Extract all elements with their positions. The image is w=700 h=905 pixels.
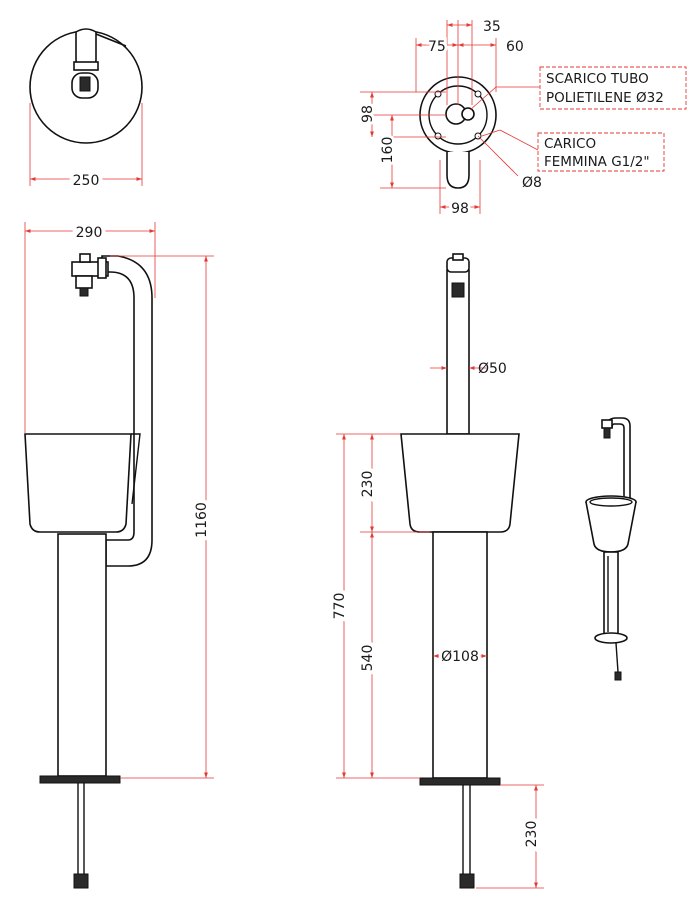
iso-tap-spout — [603, 427, 611, 439]
iso-bowl-body — [585, 501, 637, 553]
dim-160: 160 — [380, 137, 396, 164]
dim-770: 770 — [332, 593, 348, 620]
mount-hole-2 — [474, 90, 482, 98]
iso-tap-body — [601, 419, 613, 429]
scarico-leader — [469, 86, 497, 111]
dim-230-bowl: 230 — [360, 471, 376, 498]
carico-callout-box — [537, 132, 665, 172]
front-tap-handle — [452, 253, 464, 261]
side-column — [57, 533, 107, 777]
dim-540: 540 — [360, 645, 376, 672]
carico-note-line1: CARICO — [544, 136, 596, 152]
dim-250: 250 — [73, 173, 100, 189]
dim-d8: Ø8 — [522, 175, 542, 191]
isometric-preview — [585, 417, 637, 681]
scarico-note-line1: SCARICO TUBO — [546, 71, 649, 87]
mount-hole-3 — [434, 132, 442, 140]
iso-column — [603, 551, 619, 637]
iso-base-plate — [594, 632, 628, 644]
carico-leader-tail — [499, 129, 539, 151]
dim-d50: Ø50 — [478, 361, 507, 377]
dim-60: 60 — [506, 39, 524, 55]
d8-leader — [477, 135, 519, 177]
side-base-plate — [39, 775, 121, 784]
iso-hose — [615, 642, 619, 673]
side-bowl-rim — [131, 433, 141, 505]
top-view: 250 — [29, 28, 143, 193]
front-tap-spout — [451, 282, 465, 298]
top-view-spout — [75, 28, 97, 67]
top-view-tap-core — [79, 76, 91, 92]
dim-290: 290 — [76, 225, 103, 241]
front-view: Ø50 Ø108 770 230 540 230 — [328, 253, 544, 889]
carico-note-line2: FEMMINA G1/2" — [544, 154, 650, 170]
front-hose-fitting — [459, 873, 475, 889]
top-view-tap-body — [73, 61, 99, 71]
side-bowl — [24, 433, 132, 533]
scarico-callout-box — [539, 66, 687, 110]
iso-bowl-inner — [589, 497, 633, 507]
iso-hose-fitting — [614, 671, 622, 681]
side-view: 290 1160 — [24, 221, 214, 889]
dim-1160: 1160 — [194, 502, 210, 538]
dim-d108: Ø108 — [441, 649, 479, 665]
front-bowl — [400, 433, 520, 533]
dim-35: 35 — [483, 19, 501, 35]
top-view-spout-edge — [95, 33, 127, 47]
front-base-plate — [419, 777, 501, 786]
dim-230-hose: 230 — [524, 821, 540, 848]
carico-leader — [481, 129, 501, 137]
dim-75: 75 — [428, 39, 446, 55]
scarico-note-line2: POLIETILENE Ø32 — [546, 90, 664, 106]
side-hose-fitting — [73, 873, 89, 889]
side-tap-connector — [97, 257, 107, 279]
base-spout-profile — [446, 152, 470, 189]
side-tap-nozzle — [79, 287, 89, 297]
base-plan-view: 35 75 60 98 160 98 SCARICO TUBO POLIETIL… — [357, 19, 687, 220]
water-inlet — [461, 107, 475, 121]
side-tap-handle — [79, 253, 91, 263]
side-tap-spout — [75, 275, 93, 289]
dim-98-bottom: 98 — [451, 201, 469, 217]
dim-98-left: 98 — [360, 105, 376, 123]
mount-hole-1 — [434, 90, 442, 98]
